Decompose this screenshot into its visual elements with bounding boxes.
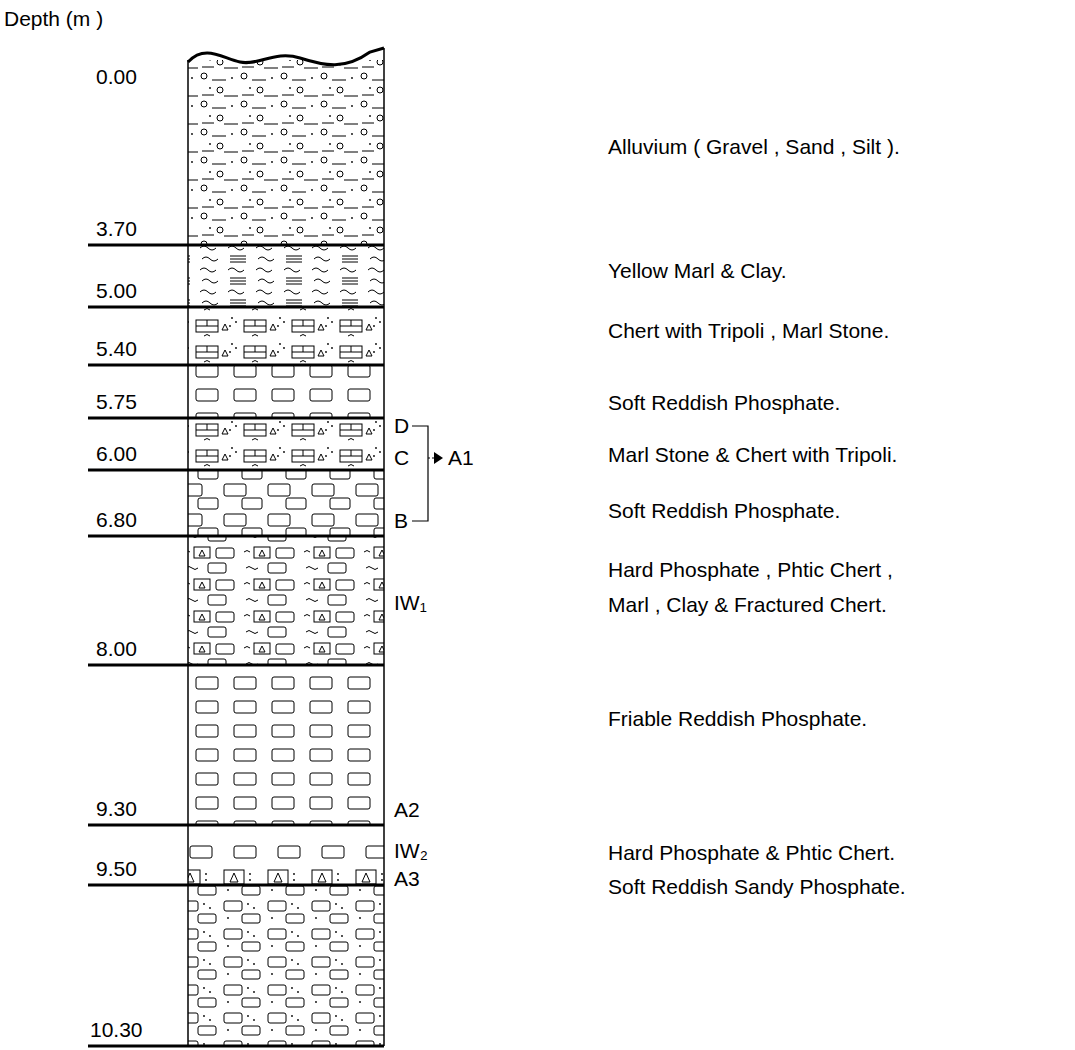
layer-code: B (394, 508, 408, 534)
lithology-description: Marl Stone & Chert with Tripoli. (608, 442, 897, 468)
depth-label: 0.00 (96, 64, 137, 90)
lithology-description: Friable Reddish Phosphate. (608, 706, 867, 732)
lithology-description: Chert with Tripoli , Marl Stone. (608, 318, 889, 344)
layer-code: IW₁ (394, 590, 427, 616)
lithology-description: Soft Reddish Phosphate. (608, 390, 840, 416)
lithology-description: Hard Phosphate , Phtic Chert , Marl , Cl… (608, 552, 913, 622)
lithology-description: Alluvium ( Gravel , Sand , Silt ). (608, 134, 900, 160)
lithology-description: Hard Phosphate & Phtic Chert. (608, 840, 895, 866)
layer-code: A1 (448, 445, 474, 471)
depth-label: 5.75 (96, 389, 137, 415)
depth-label: 8.00 (96, 636, 137, 662)
axis-title: Depth (m ) (4, 6, 103, 32)
layer-code: D (394, 413, 409, 439)
depth-label: 6.80 (96, 507, 137, 533)
layer-code: IW₂ (394, 838, 428, 864)
lithology-description: Soft Reddish Sandy Phosphate. (608, 874, 906, 900)
layer-code: A2 (394, 797, 420, 823)
depth-label: 10.30 (90, 1017, 143, 1043)
depth-label: 9.30 (96, 796, 137, 822)
depth-label: 6.00 (96, 441, 137, 467)
layer-code: A3 (394, 866, 420, 892)
depth-label: 9.50 (96, 856, 137, 882)
depth-label: 5.00 (96, 278, 137, 304)
layer-code: C (394, 445, 409, 471)
depth-label: 5.40 (96, 336, 137, 362)
depth-label: 3.70 (96, 216, 137, 242)
lithology-description: Yellow Marl & Clay. (608, 258, 787, 284)
lithology-description: Soft Reddish Phosphate. (608, 498, 840, 524)
